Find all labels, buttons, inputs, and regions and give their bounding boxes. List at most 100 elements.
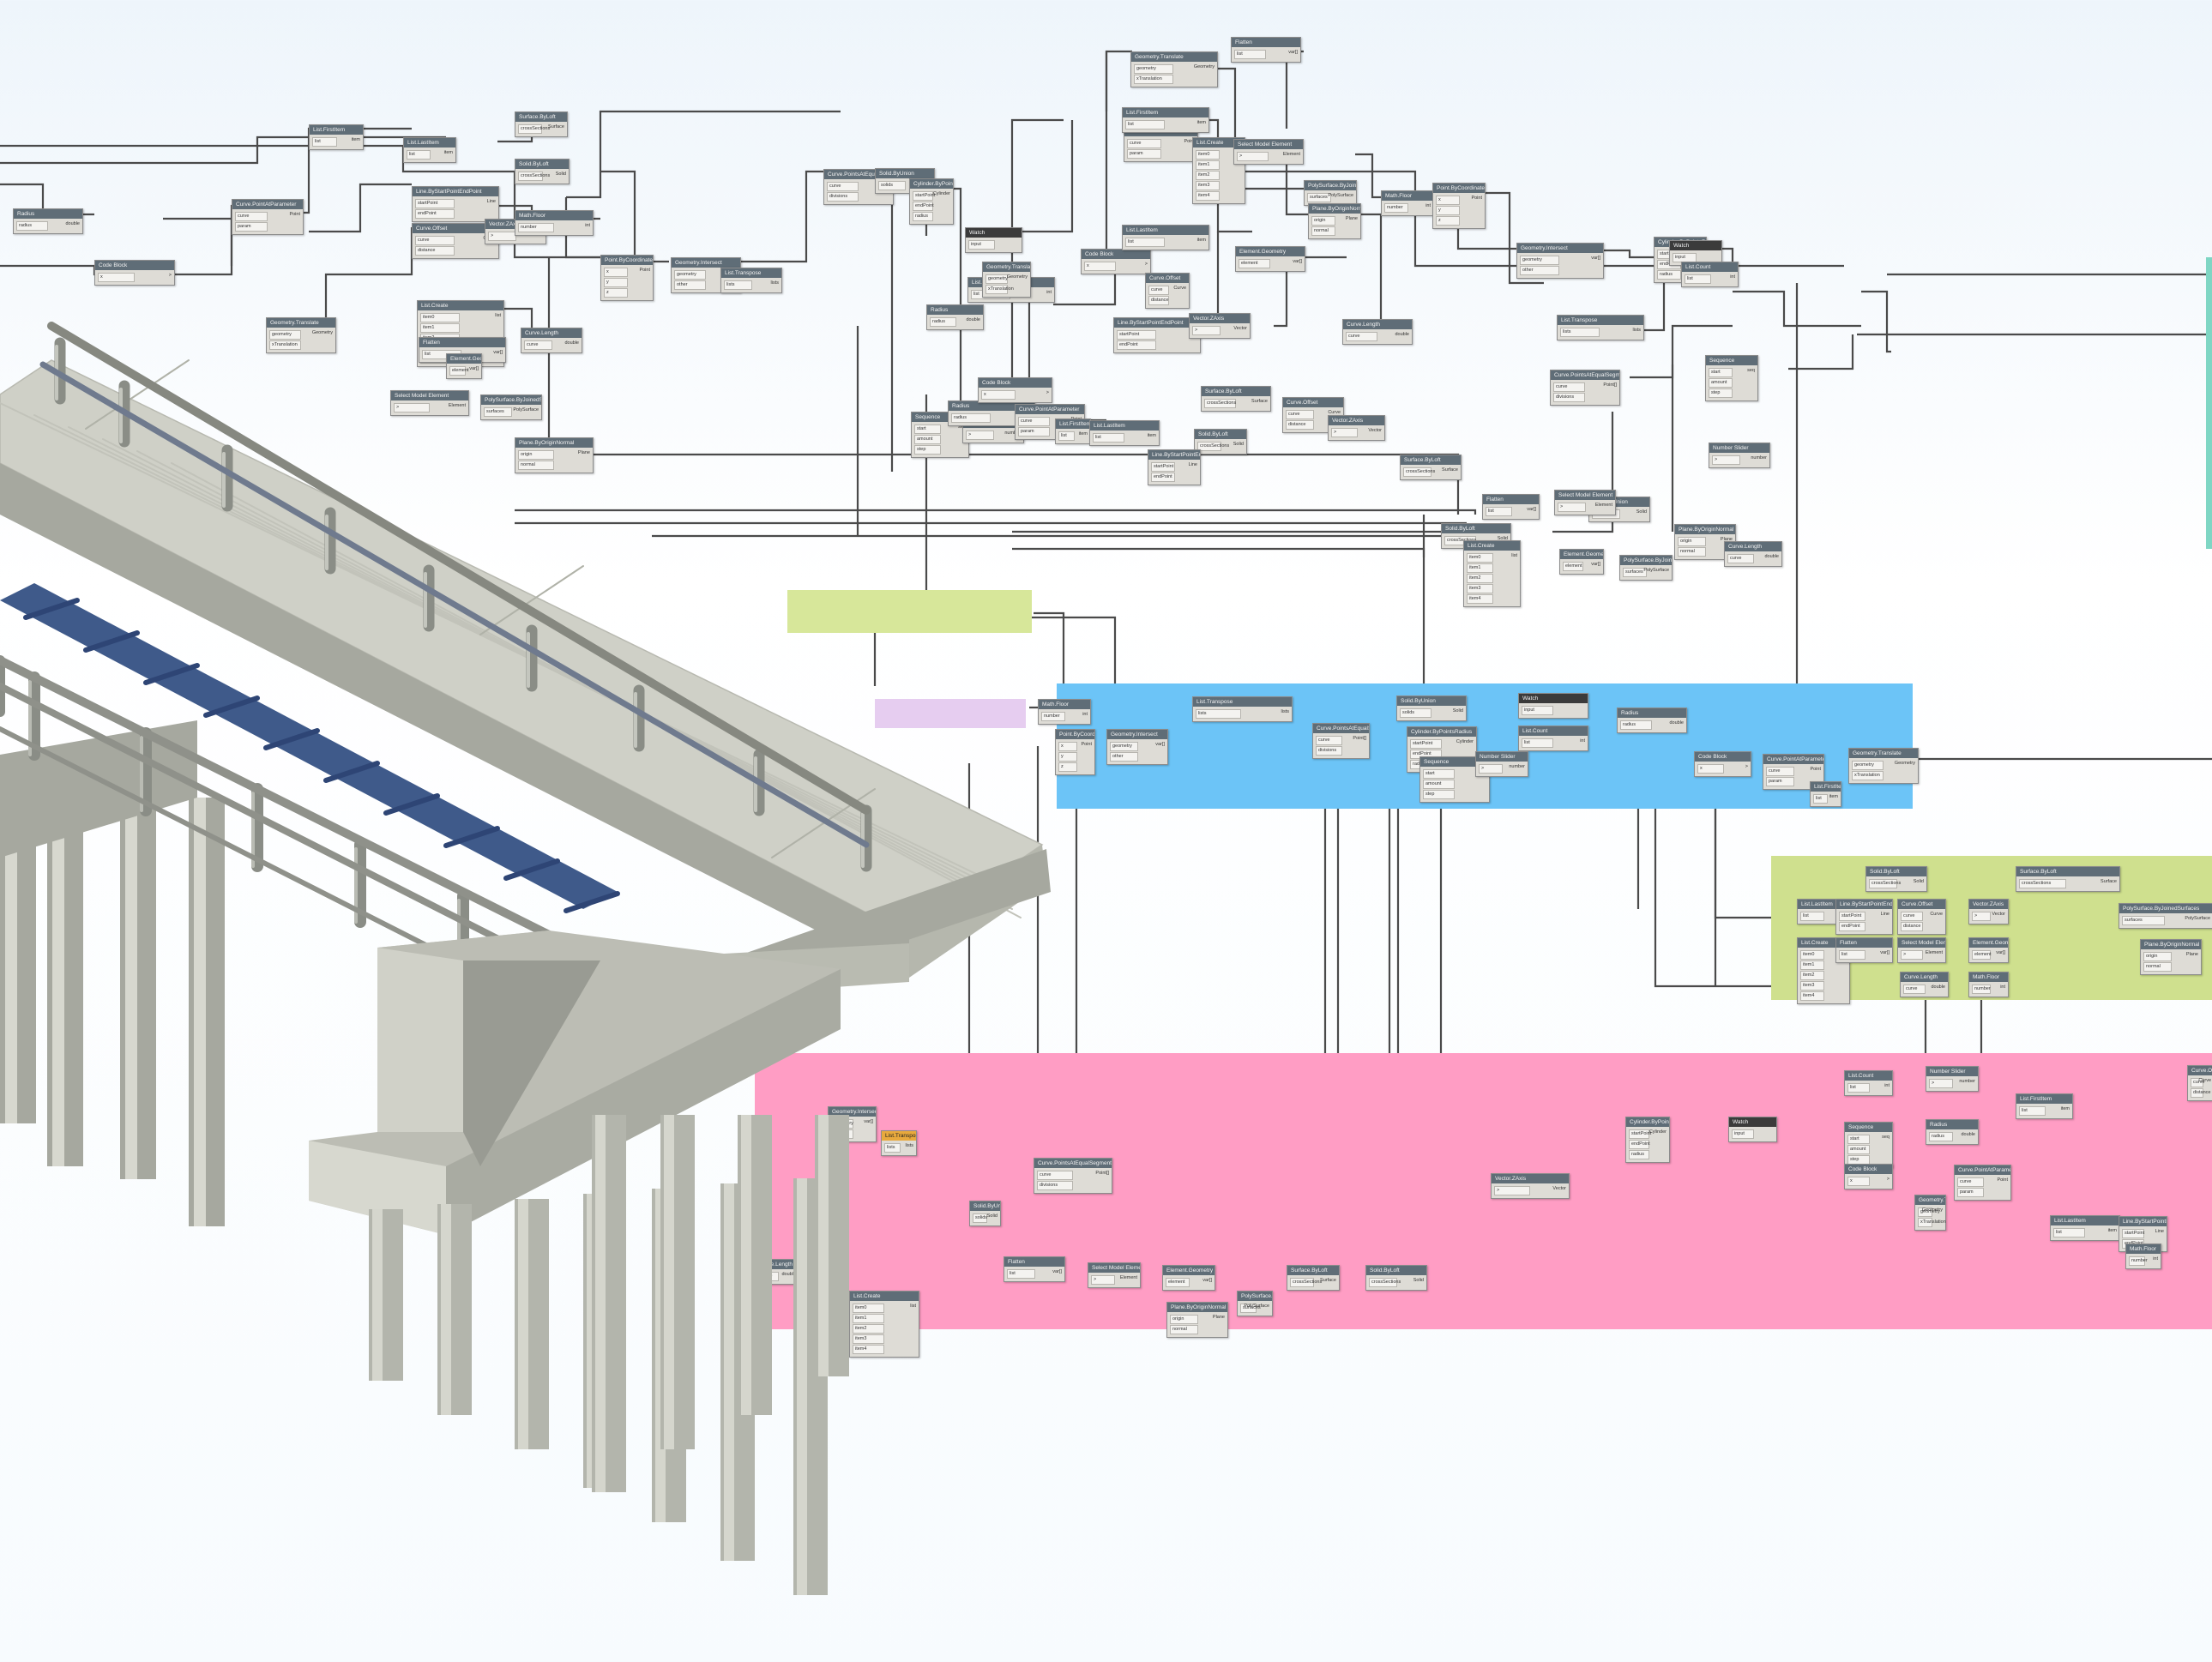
- node-curve-pointsatequalsegmentlength[interactable]: Curve.PointsAtEqualSegmentLengthcurvediv…: [1550, 370, 1620, 406]
- output-port[interactable]: Curve: [2198, 1078, 2211, 1083]
- output-port[interactable]: Plane: [577, 450, 590, 455]
- input-port[interactable]: list: [1800, 912, 1825, 921]
- output-port[interactable]: list: [910, 1304, 916, 1309]
- input-port[interactable]: list: [2053, 1228, 2086, 1237]
- input-port[interactable]: input: [1732, 1129, 1755, 1139]
- input-port[interactable]: item3: [1196, 181, 1221, 190]
- input-port[interactable]: curve: [1346, 332, 1378, 341]
- input-port[interactable]: >: [488, 232, 516, 241]
- input-port[interactable]: >: [1558, 503, 1586, 512]
- output-port[interactable]: seq: [958, 424, 966, 431]
- input-port[interactable]: startPoint: [1629, 1129, 1651, 1139]
- input-port[interactable]: item0: [853, 1304, 885, 1313]
- input-port[interactable]: curve: [1018, 417, 1051, 426]
- node-polysurface-byjoinedsurfaces[interactable]: PolySurface.ByJoinedSurfacessurfacesPoly…: [1304, 180, 1357, 206]
- input-port[interactable]: amount: [1847, 1145, 1871, 1154]
- output-port[interactable]: Surface: [1320, 1278, 1336, 1283]
- input-port[interactable]: curve: [1903, 985, 1926, 994]
- input-port[interactable]: z: [1436, 216, 1461, 226]
- input-port[interactable]: curve: [1037, 1171, 1073, 1180]
- input-port[interactable]: list: [1125, 120, 1166, 129]
- input-port[interactable]: crossSections: [1290, 1278, 1322, 1287]
- node-line-bystartpointendpoint[interactable]: Line.ByStartPointEndPointstartPointendPo…: [1835, 899, 1893, 935]
- input-port[interactable]: >: [1479, 764, 1504, 774]
- output-port[interactable]: var[]: [1527, 507, 1536, 512]
- input-port[interactable]: start: [914, 425, 941, 434]
- input-port[interactable]: normal: [1678, 547, 1706, 557]
- input-port[interactable]: item1: [1467, 563, 1493, 573]
- input-port[interactable]: list: [1685, 274, 1711, 284]
- output-port[interactable]: Surface: [2100, 879, 2117, 884]
- output-port[interactable]: var[]: [1288, 50, 1298, 55]
- input-port[interactable]: curve: [1553, 382, 1586, 392]
- output-port[interactable]: PolySurface: [1244, 1304, 1269, 1309]
- output-port[interactable]: Point: [639, 268, 650, 273]
- input-port[interactable]: geometry: [269, 330, 302, 340]
- output-port[interactable]: Element: [448, 403, 466, 408]
- input-port[interactable]: x: [98, 273, 135, 282]
- output-port[interactable]: Curve: [1930, 912, 1943, 917]
- node-select-model-element[interactable]: Select Model Element>Element: [1897, 937, 1946, 963]
- input-port[interactable]: number: [1972, 985, 1991, 994]
- input-port[interactable]: x: [1697, 764, 1724, 774]
- input-port[interactable]: item0: [1196, 150, 1221, 160]
- input-port[interactable]: item1: [420, 323, 461, 333]
- input-port[interactable]: number: [518, 223, 554, 232]
- input-port[interactable]: list: [312, 137, 338, 147]
- output-port[interactable]: var[]: [1591, 562, 1600, 567]
- input-port[interactable]: z: [604, 288, 629, 298]
- output-port[interactable]: Point: [1997, 1177, 2008, 1183]
- output-port[interactable]: Cylinder: [1456, 739, 1474, 744]
- input-port[interactable]: radius: [930, 317, 956, 327]
- input-port[interactable]: item0: [1467, 553, 1493, 563]
- output-port[interactable]: Plane: [2185, 952, 2198, 957]
- output-port[interactable]: Curve: [1173, 286, 1186, 291]
- output-port[interactable]: int: [585, 223, 590, 228]
- input-port[interactable]: x: [1084, 262, 1117, 271]
- input-port[interactable]: other: [1110, 752, 1138, 762]
- input-port[interactable]: origin: [518, 450, 554, 460]
- output-port[interactable]: double: [65, 221, 80, 226]
- output-port[interactable]: int: [1580, 738, 1585, 744]
- input-port[interactable]: xTranslation: [269, 340, 302, 350]
- input-port[interactable]: radius: [913, 212, 933, 221]
- output-port[interactable]: int: [1730, 274, 1735, 280]
- output-port[interactable]: PolySurface: [2185, 916, 2210, 921]
- group-lilac[interactable]: [875, 699, 1026, 728]
- input-port[interactable]: curve: [1148, 286, 1169, 295]
- output-port[interactable]: PolySurface: [513, 407, 539, 412]
- input-port[interactable]: x: [1058, 742, 1077, 751]
- output-port[interactable]: Element: [1282, 152, 1300, 157]
- input-port[interactable]: curve: [1766, 767, 1794, 776]
- input-port[interactable]: param: [1127, 149, 1161, 159]
- input-port[interactable]: crossSections: [1403, 467, 1435, 477]
- input-port[interactable]: geometry: [985, 274, 1009, 284]
- input-port[interactable]: y: [1058, 752, 1077, 762]
- output-port[interactable]: Solid: [1413, 1278, 1424, 1283]
- node-curve-pointsatequalsegmentlength[interactable]: Curve.PointsAtEqualSegmentLengthcurvediv…: [1034, 1158, 1112, 1194]
- input-port[interactable]: y: [1436, 206, 1461, 215]
- input-port[interactable]: item4: [1196, 191, 1221, 201]
- input-port[interactable]: item4: [1467, 594, 1493, 604]
- input-port[interactable]: normal: [2143, 962, 2172, 972]
- input-port[interactable]: curve: [827, 182, 859, 191]
- input-port[interactable]: curve: [1901, 912, 1924, 921]
